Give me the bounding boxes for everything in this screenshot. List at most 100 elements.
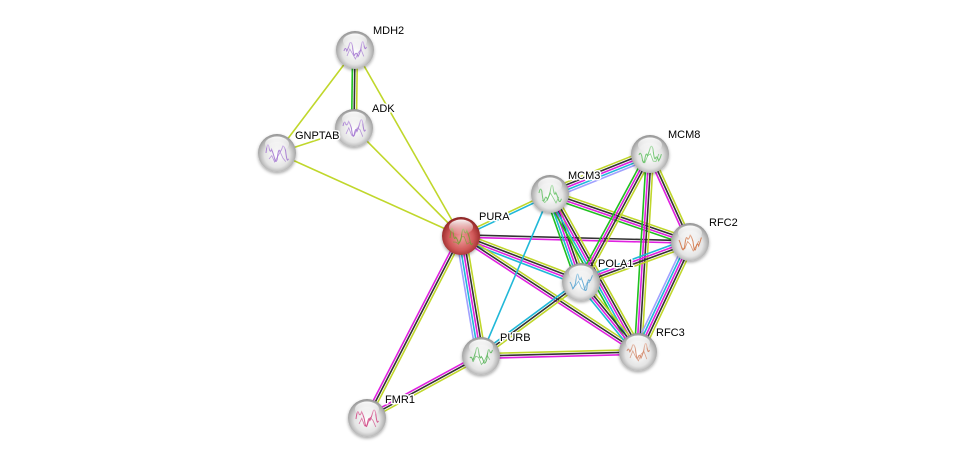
- edge-line-coexpression: [639, 242, 693, 354]
- edge-line-coexpression: [366, 355, 482, 419]
- node-label: MCM8: [668, 129, 700, 141]
- edge-PURB-FMR1[interactable]: [365, 353, 483, 421]
- protein-structure-icon: [358, 416, 377, 428]
- edge-RFC2-POLA1[interactable]: [579, 237, 692, 287]
- node-gloss: [469, 339, 493, 355]
- edge-line-experiments: [365, 353, 481, 417]
- edge-line-textmining: [368, 236, 464, 420]
- node-label: POLA1: [598, 258, 633, 270]
- edge-line-experiments: [481, 353, 639, 360]
- edge-line-databases: [579, 237, 690, 280]
- edge-line-textmining: [353, 127, 462, 237]
- edge-PURA-PURB[interactable]: [455, 235, 487, 357]
- node-pura[interactable]: PURA: [442, 210, 512, 255]
- edge-line-databases: [479, 279, 581, 355]
- edge-PURA-POLA1[interactable]: [459, 231, 583, 287]
- node-adk[interactable]: ADK: [335, 102, 397, 147]
- edge-line-experiments: [579, 153, 650, 282]
- node-label: FMR1: [385, 394, 415, 406]
- protein-structure-icon: [541, 192, 560, 204]
- edge-line-textmining: [462, 231, 583, 280]
- edge-line-textmining: [553, 191, 643, 351]
- node-mcm8[interactable]: MCM8: [631, 128, 702, 173]
- protein-structure-icon: [472, 354, 491, 366]
- edge-line-coexpression: [366, 235, 462, 419]
- edge-line-textmining: [276, 152, 462, 237]
- edge-line-textmining: [464, 235, 487, 356]
- node-label: RFC3: [656, 327, 685, 339]
- edge-ADK-PURA[interactable]: [353, 127, 462, 237]
- edge-PURB-RFC3[interactable]: [480, 348, 639, 360]
- node-pola1[interactable]: POLA1: [562, 257, 635, 301]
- node-fmr1[interactable]: FMR1: [348, 393, 416, 437]
- node-gloss: [638, 137, 662, 153]
- edge-line-textmining: [480, 348, 638, 355]
- node-rfc2[interactable]: RFC2: [671, 216, 739, 261]
- edge-MCM8-POLA1[interactable]: [577, 151, 654, 285]
- protein-structure-icon: [268, 151, 287, 163]
- node-label: GNPTAB: [295, 130, 339, 142]
- edge-PURA-RFC3[interactable]: [459, 233, 640, 355]
- node-label: MCM3: [568, 170, 600, 182]
- edge-line-homology: [455, 236, 478, 357]
- edge-line-databases: [457, 236, 480, 357]
- node-label: MDH2: [373, 25, 404, 37]
- edge-line-coexpression: [638, 154, 652, 353]
- edge-line-textmining: [581, 244, 692, 287]
- edge-line-experiments: [460, 235, 482, 357]
- node-gloss: [343, 33, 367, 49]
- protein-structure-icon: [572, 280, 590, 291]
- edge-line-textmining: [583, 155, 654, 285]
- protein-structure-icon: [449, 227, 473, 246]
- edge-line-textmining: [354, 49, 462, 237]
- node-rfc3[interactable]: RFC3: [619, 326, 686, 371]
- protein-structure-icon: [641, 153, 660, 164]
- node-gloss: [265, 136, 289, 152]
- edge-line-experiments: [637, 241, 691, 353]
- node-gloss: [449, 219, 473, 235]
- edge-line-experiments: [364, 234, 460, 418]
- edge-MDH2-GNPTAB[interactable]: [276, 49, 356, 154]
- edge-line-experiments: [636, 153, 650, 352]
- edge-line-coexpression: [461, 234, 691, 242]
- node-mdh2[interactable]: MDH2: [336, 24, 406, 69]
- node-label: RFC2: [709, 217, 738, 229]
- edge-line-textmining: [641, 243, 696, 355]
- node-gnptab[interactable]: GNPTAB: [258, 129, 341, 172]
- edge-line-coexpression: [462, 235, 485, 356]
- edge-GNPTAB-PURA[interactable]: [276, 152, 462, 237]
- edge-line-textmining: [276, 49, 356, 154]
- node-label: ADK: [372, 103, 395, 115]
- protein-structure-icon: [346, 48, 365, 60]
- edge-line-textmining: [461, 233, 640, 351]
- node-label: PURA: [479, 211, 510, 223]
- edge-PURA-FMR1[interactable]: [364, 234, 464, 420]
- edge-line-experiments: [459, 237, 638, 355]
- edge-POLA1-PURB[interactable]: [479, 279, 583, 359]
- edge-line-experiments: [580, 240, 690, 282]
- protein-structure-icon: [345, 126, 364, 137]
- node-gloss: [569, 265, 593, 281]
- protein-structure-icon: [452, 236, 471, 245]
- edge-line-coexpression: [461, 234, 582, 282]
- node-gloss: [342, 111, 366, 127]
- node-purb[interactable]: PURB: [462, 331, 532, 375]
- node-label: PURB: [500, 332, 531, 344]
- node-gloss: [355, 401, 379, 417]
- edge-line-neighborhood: [633, 153, 648, 352]
- edge-line-coexpression: [581, 242, 691, 284]
- node-gloss: [678, 225, 702, 241]
- edge-line-experiments: [460, 236, 581, 284]
- protein-structure-icon: [681, 240, 700, 252]
- edge-MDH2-PURA[interactable]: [354, 49, 462, 237]
- edge-line-homology: [632, 239, 687, 351]
- node-mcm3[interactable]: MCM3: [531, 169, 602, 213]
- edge-MCM3-PURB[interactable]: [480, 193, 551, 357]
- edge-line-textmining: [367, 357, 483, 421]
- edge-line-neighborhood: [577, 151, 648, 281]
- edge-line-textmining: [481, 283, 583, 359]
- edge-RFC2-RFC3[interactable]: [632, 239, 696, 355]
- edge-line-databases: [480, 193, 551, 357]
